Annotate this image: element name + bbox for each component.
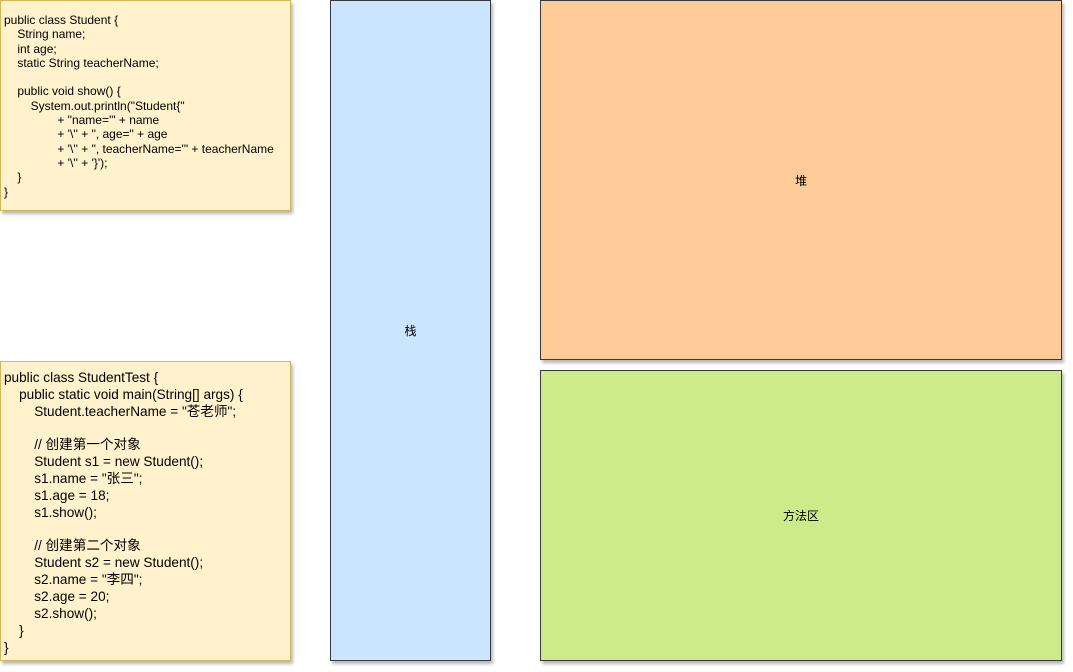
code-line: System.out.println("Student{" xyxy=(4,98,185,113)
student-test-code-note: public class StudentTest { public static… xyxy=(0,361,291,661)
code-line: s1.age = 18; xyxy=(4,487,110,503)
code-line: + '\'' + ", teacherName='" + teacherName xyxy=(4,141,274,156)
code-line: s2.age = 20; xyxy=(4,588,110,604)
code-line: s2.name = "李四"; xyxy=(4,572,143,588)
code-line: public class StudentTest { xyxy=(4,370,159,385)
code-line: + '\'' + '}'); xyxy=(4,155,108,170)
code-line: } xyxy=(4,639,9,655)
code-line xyxy=(4,522,290,539)
code-line: s2.show(); xyxy=(4,605,97,621)
student-test-code: public class StudentTest { public static… xyxy=(1,362,290,656)
student-class-code: public class Student { String name; int … xyxy=(1,1,290,199)
code-line: // 创建第一个对象 xyxy=(4,437,141,453)
method-area-region: 方法区 xyxy=(540,370,1062,661)
code-line: s1.show(); xyxy=(4,504,97,520)
code-line: + '\'' + ", age=" + age xyxy=(4,127,168,142)
stack-label: 栈 xyxy=(404,324,417,338)
code-line: Student s2 = new Student(); xyxy=(4,555,204,571)
student-class-code-note: public class Student { String name; int … xyxy=(0,0,291,211)
code-line: + "name='" + name xyxy=(4,113,160,128)
code-line: s1.name = "张三"; xyxy=(4,471,143,487)
code-line: } xyxy=(4,170,22,185)
stack-region: 栈 xyxy=(330,0,491,661)
code-line: Student s1 = new Student(); xyxy=(4,454,204,470)
code-line: static String teacherName; xyxy=(4,55,159,70)
code-line: // 创建第二个对象 xyxy=(4,538,141,554)
code-line: public static void main(String[] args) { xyxy=(4,386,243,402)
code-line: } xyxy=(4,622,24,638)
code-line: Student.teacherName = "苍老师"; xyxy=(4,403,237,419)
code-line: public class Student { xyxy=(4,13,119,27)
code-line: } xyxy=(4,184,9,199)
code-line: String name; xyxy=(4,27,86,42)
heap-region: 堆 xyxy=(540,0,1062,360)
code-line xyxy=(4,70,290,84)
code-line: int age; xyxy=(4,41,57,56)
heap-label: 堆 xyxy=(794,173,807,188)
method-area-label: 方法区 xyxy=(782,509,819,523)
code-line xyxy=(4,421,290,438)
code-line: public void show() { xyxy=(4,84,121,99)
